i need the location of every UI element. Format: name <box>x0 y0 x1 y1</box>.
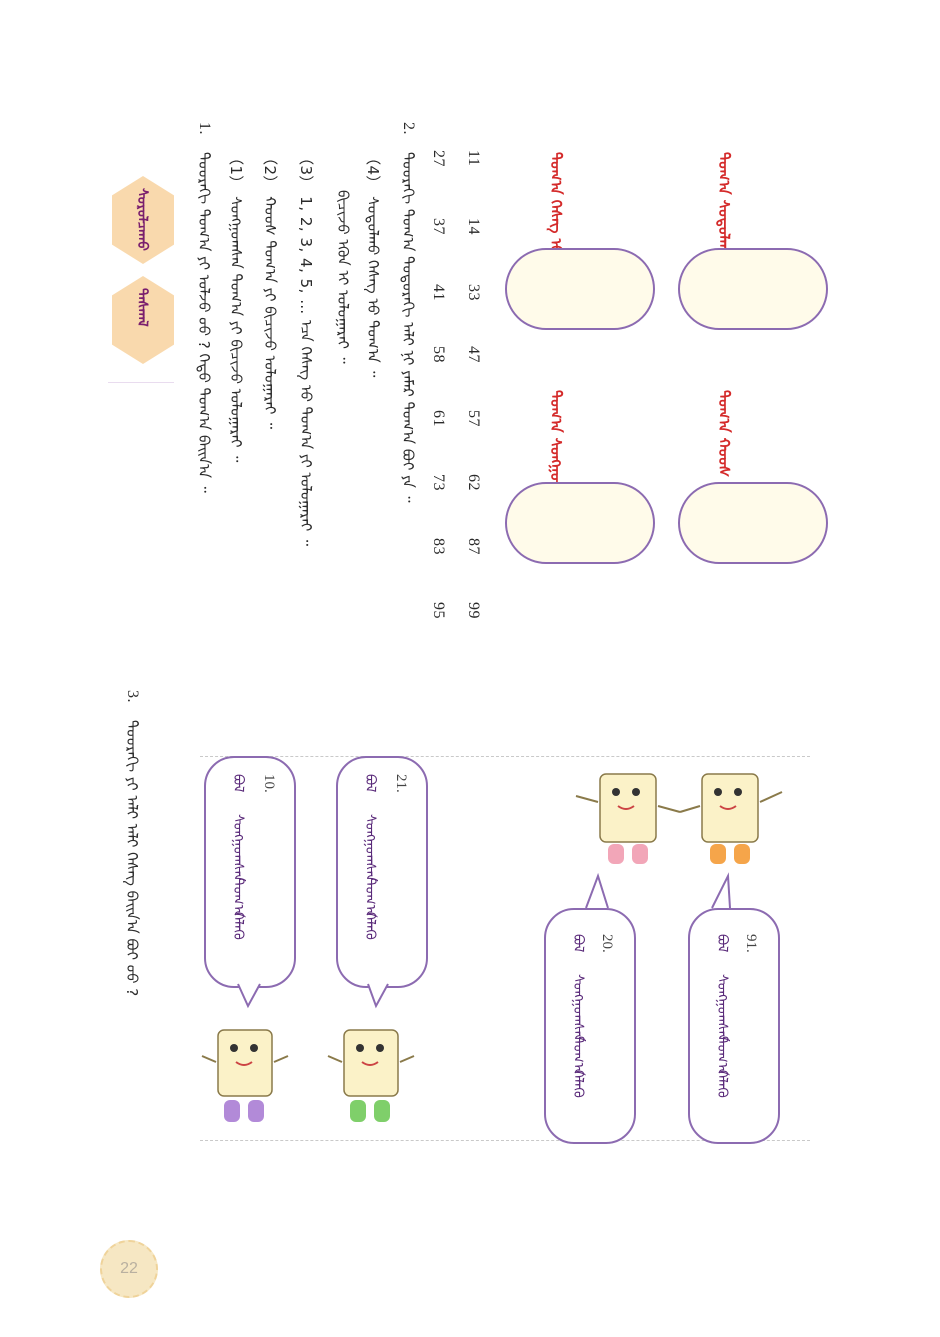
category-label-2: ᠲᠣᠭ᠎ᠠ ᠬᠣᠣᠰ <box>715 390 733 478</box>
bubble-2-line3: ᠲᠣᠭ᠎ᠠ <box>570 1036 586 1076</box>
number-cell: 95 <box>430 602 447 619</box>
answer-box-2[interactable] <box>678 482 828 564</box>
bubble-1-line1: ᠪᠣᠯ <box>714 934 730 953</box>
bubble-2-number: 20. <box>599 934 615 953</box>
speech-bubble-4: 10. ᠪᠣᠯ ᠰᠤᠩᠭᠤᠭᠰᠠᠨ ᠲᠣᠭ᠎ᠠ ᠬᠡᠯᠡᠬᠦ <box>204 756 296 988</box>
number-cell: 73 <box>430 474 447 491</box>
answer-box-3[interactable] <box>505 248 655 330</box>
bubble-1-line4: ᠬᠡᠯᠡᠬᠦ <box>714 1070 730 1098</box>
bubble-4-line3: ᠲᠣᠭ᠎ᠠ <box>230 878 246 918</box>
category-label-3: ᠲᠣᠭ᠎ᠠ ᠬᠡᠰᠡᠭ ᠦ᠋ <box>547 152 565 256</box>
problem-2-sub2: （2） ᠬᠣᠣᠰ ᠲᠣᠭ᠎ᠠ ᠶᠢ ᠪᠢᠴᠢᠵᠦ ᠣᠯᠤᠭᠠᠷᠠᠢ ᠃ <box>261 150 279 430</box>
problem-2-sub4: （4） ᠰᠤᠳᠤᠯᠬᠤ ᠬᠡᠰᠡᠭ ᠦ᠋ ᠲᠣᠭ᠎ᠠ ᠃ <box>364 150 382 378</box>
problem-1-text: ᠳᠣᠤᠷᠠᠬᠢ ᠲᠣᠭ᠎ᠠ ᠶᠢ ᠣᠯᠵᠤ ᠤᠤ ? ᠬᠡᠳᠦ ᠲᠣᠭ᠎ᠠ ᠪᠠ… <box>195 152 213 493</box>
bubble-1-number: 91. <box>743 934 759 953</box>
cartoon-character-purple <box>201 1029 289 1122</box>
problem-2-sub4-cont: ᠪᠢᠴᠢᠵᠦ ᠡᠭᠦᠨ ᠢ ᠣᠯᠤᠭᠠᠷᠠᠢ ᠃ <box>334 190 352 364</box>
speech-bubble-3: 21. ᠪᠣᠯ ᠰᠤᠩᠭᠤᠭᠰᠠᠨ ᠲᠣᠭ᠎ᠠ ᠬᠡᠯᠡᠬᠦ <box>336 756 428 988</box>
number-cell: 61 <box>430 410 447 427</box>
answer-box-4[interactable] <box>505 482 655 564</box>
number-cell: 33 <box>465 284 482 301</box>
problem-3-text: ᠳᠣᠤᠷᠠᠬᠢ ᠶᠢ ᠠᠯᠢ ᠠᠯᠢ ᠬᠡᠰᠡᠭ ᠪᠠᠢᠨ᠎ᠠ ᠪᠤᠢ ᠤᠤ ? <box>123 720 141 997</box>
number-cell: 87 <box>465 538 482 555</box>
number-cell: 83 <box>430 538 447 555</box>
character-orange <box>679 773 783 864</box>
section-divider <box>108 382 174 383</box>
category-label-4: ᠲᠣᠭ᠎ᠠ ᠰᠤᠩᠭᠤᠭᠰᠠᠨ <box>547 390 565 511</box>
bubble-3-number: 21. <box>393 774 409 793</box>
bubble-3-line4: ᠬᠡᠯᠡᠬᠦ <box>362 912 378 940</box>
number-cell: 62 <box>465 474 482 491</box>
character-pink <box>575 773 681 864</box>
problem-2-sub3: （3） 1, 2, 3, 4, 5, … ᠡᠴᠡ ᠬᠡᠰᠡᠭ ᠦ᠋ ᠲᠣᠭ᠎ᠠ … <box>297 150 315 546</box>
bubble-1-line2: ᠰᠤᠩᠭᠤᠭᠰᠠᠨ <box>714 974 730 1042</box>
speech-bubble-1: 91. ᠪᠣᠯ ᠰᠤᠩᠭᠤᠭᠰᠠᠨ ᠲᠣᠭ᠎ᠠ ᠬᠡᠯᠡᠬᠦ <box>688 908 780 1144</box>
bubble-2-line1: ᠪᠣᠯ <box>570 934 586 953</box>
speech-bubble-2: 20. ᠪᠣᠯ ᠰᠤᠩᠭᠤᠭᠰᠠᠨ ᠲᠣᠭ᠎ᠠ ᠬᠡᠯᠡᠬᠦ <box>544 908 636 1144</box>
bubble-4-line4: ᠬᠡᠯᠡᠬᠦ <box>230 912 246 940</box>
number-cell: 11 <box>465 150 482 167</box>
bubble-4-number: 10. <box>261 774 277 793</box>
bubble-3-line3: ᠲᠣᠭ᠎ᠠ <box>362 878 378 918</box>
section-tag-practice: ᠰᠤᠷᠤᠯᠴᠠᠬᠤ <box>112 176 174 264</box>
number-cell: 27 <box>430 150 447 167</box>
section-tag-practice-label: ᠰᠤᠷᠤᠯᠴᠠᠬᠤ <box>134 188 150 251</box>
bubble-4-line2: ᠰᠤᠩᠭᠤᠭᠰᠠᠨ <box>230 814 246 882</box>
number-cell: 41 <box>430 284 447 301</box>
illustration-bottom-border <box>200 1140 810 1141</box>
answer-box-1[interactable] <box>678 248 828 330</box>
illustration-top-border <box>200 756 810 757</box>
bubble-2-line2: ᠰᠤᠩᠭᠤᠭᠰᠠᠨ <box>570 974 586 1042</box>
problem-1-number: 1. <box>196 122 213 135</box>
problem-3-number: 3. <box>124 690 141 703</box>
bubble-1-line3: ᠲᠣᠭ᠎ᠠ <box>714 1036 730 1076</box>
number-cell: 58 <box>430 346 447 363</box>
number-cell: 37 <box>430 218 447 235</box>
bubble-4-line1: ᠪᠣᠯ <box>230 774 246 793</box>
bubble-2-line4: ᠬᠡᠯᠡᠬᠦ <box>570 1070 586 1098</box>
category-label-1: ᠲᠣᠭ᠎ᠠ ᠰᠤᠳᠤᠯᠬᠤ <box>715 152 733 259</box>
problem-2-sub1: （1） ᠰᠤᠩᠭᠤᠭᠰᠠᠨ ᠲᠣᠭ᠎ᠠ ᠶᠢ ᠪᠢᠴᠢᠵᠦ ᠣᠯᠤᠭᠠᠷᠠᠢ ᠃ <box>227 150 245 463</box>
bubble-tails <box>237 872 731 1009</box>
number-cell: 14 <box>465 218 482 235</box>
section-tag-exercise-label: ᠳᠠᠰᠬᠠᠯ <box>134 288 150 327</box>
bubble-3-line1: ᠪᠣᠯ <box>362 774 378 793</box>
page-number: 22 <box>100 1240 158 1298</box>
number-cell: 99 <box>465 602 482 619</box>
number-cell: 57 <box>465 410 482 427</box>
problem-2-instruction: ᠳᠣᠤᠷᠠᠬᠢ ᠲᠣᠭ᠎ᠠ ᠳᠣᠲᠣᠷᠠᠬᠢ ᠠᠯᠢ ᠨᠢ ᠶᠠᠮᠠᠷ ᠲᠣᠭ᠎… <box>399 152 417 503</box>
number-cell: 47 <box>465 346 482 363</box>
cartoon-character-green <box>327 1029 415 1122</box>
section-tag-exercise: ᠳᠠᠰᠬᠠᠯ <box>112 276 174 364</box>
bubble-3-line2: ᠰᠤᠩᠭᠤᠭᠰᠠᠨ <box>362 814 378 882</box>
cartoon-characters <box>575 773 783 864</box>
problem-2-number: 2. <box>400 122 417 135</box>
